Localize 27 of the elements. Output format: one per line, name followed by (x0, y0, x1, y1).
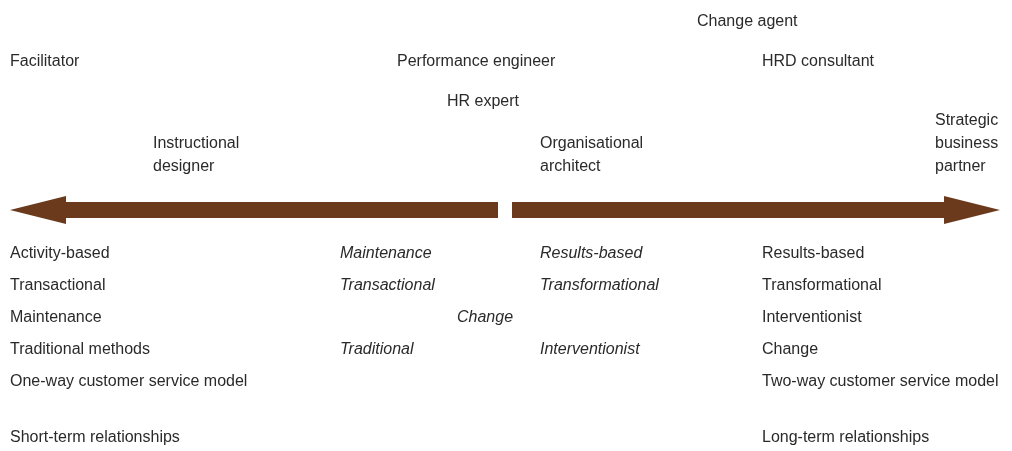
label-text: Interventionist (540, 339, 641, 359)
label-text: HR expert (447, 91, 521, 111)
label-text: Two-way customer service model (762, 371, 1000, 391)
label-text: Change (457, 307, 515, 327)
label-text: Performance engineer (397, 51, 557, 71)
label-text: Activity-based (10, 243, 111, 263)
label-text: Maintenance (340, 243, 433, 263)
label-text: Interventionist (762, 307, 863, 327)
label-text: Organisational architect (540, 133, 645, 176)
label-text: Transactional (10, 275, 107, 295)
label-text: Facilitator (10, 51, 81, 71)
label-text: Results-based (540, 243, 644, 263)
label-text: Short-term relationships (10, 427, 181, 447)
label-text: One-way customer service model (10, 371, 249, 391)
label-text: Change (762, 339, 820, 359)
label-text: Transactional (340, 275, 436, 295)
label-text: Change agent (697, 11, 799, 31)
label-text: Results-based (762, 243, 866, 263)
label-text: Traditional methods (10, 339, 151, 359)
label-text: HRD consultant (762, 51, 876, 71)
label-text: Transformational (540, 275, 660, 295)
label-text: Maintenance (10, 307, 103, 327)
label-text: Long-term relationships (762, 427, 931, 447)
label-text: Strategic business partner (935, 110, 1000, 176)
label-text: Instructional designer (153, 133, 241, 176)
label-text: Transformational (762, 275, 883, 295)
label-text: Traditional (340, 339, 415, 359)
